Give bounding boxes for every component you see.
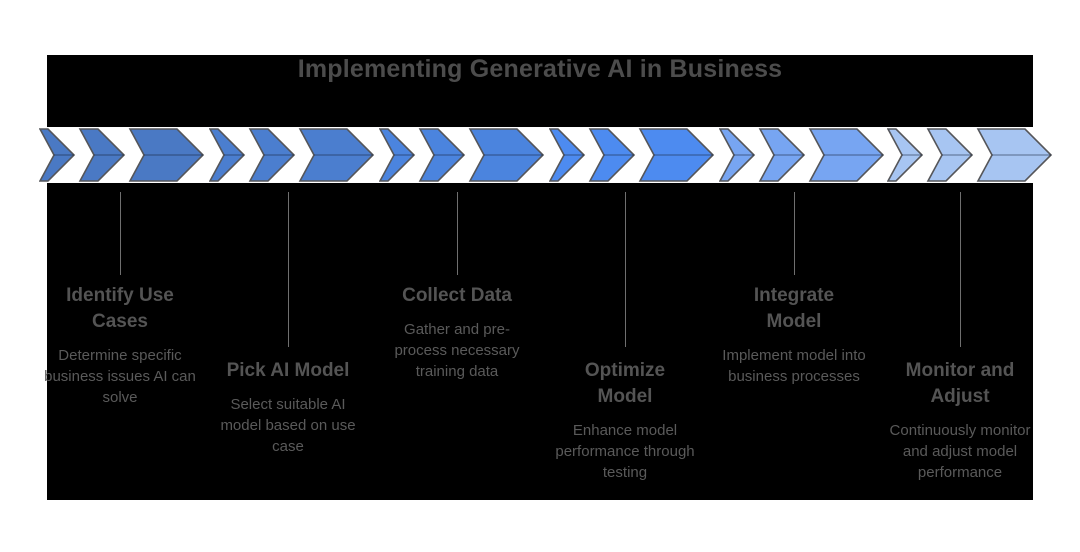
diagram-title: Implementing Generative AI in Business [297,55,783,83]
connector-line-step-1 [120,192,121,275]
step-text-block-3: Collect Data Gather and pre-process nece… [369,283,545,382]
chevron-group-step-4 [549,128,716,182]
step-description: Enhance model performance through testin… [555,422,695,481]
step-heading: Optimize Model [584,360,666,407]
connector-line-step-2 [288,192,289,347]
step-description: Gather and pre-process necessary trainin… [394,321,520,380]
chevron-group-step-3 [379,128,546,182]
chevron-large-icon [976,128,1053,182]
step-text-block-1: Identify Use Cases Determine specific bu… [32,283,208,408]
step-heading: Pick AI Model [226,360,350,381]
chevron-medium-icon [248,128,296,182]
chevron-medium-icon [926,128,974,182]
step-heading: Collect Data [402,285,512,306]
chevron-large-icon [128,128,205,182]
step-text-block-6: Monitor and Adjust Continuously monitor … [872,358,1048,483]
chevron-group-step-2 [209,128,376,182]
chevron-large-icon [808,128,885,182]
step-text-block-5: Integrate Model Implement model into bus… [706,283,882,387]
chevron-medium-icon [78,128,126,182]
chevron-small-icon [549,128,586,182]
connector-line-step-6 [960,192,961,347]
step-heading: Identify Use Cases [66,285,174,332]
chevron-small-icon [209,128,246,182]
chevron-group-step-1 [39,128,206,182]
step-text-block-4: Optimize Model Enhance model performance… [537,358,713,483]
chevron-large-icon [638,128,715,182]
chevron-group-step-5 [719,128,886,182]
step-description: Continuously monitor and adjust model pe… [889,422,1031,481]
connector-line-step-3 [457,192,458,275]
chevron-small-icon [39,128,76,182]
chevron-medium-icon [758,128,806,182]
chevron-group-step-6 [887,128,1054,182]
step-heading: Monitor and Adjust [905,360,1015,407]
chevron-small-icon [887,128,924,182]
step-description: Select suitable AI model based on use ca… [220,396,356,455]
connector-line-step-5 [794,192,795,275]
chevron-medium-icon [418,128,466,182]
chevron-small-icon [719,128,756,182]
step-heading: Integrate Model [753,285,835,332]
connector-line-step-4 [625,192,626,347]
step-description: Implement model into business processes [722,347,866,385]
chevron-large-icon [298,128,375,182]
chevron-medium-icon [588,128,636,182]
chevron-small-icon [379,128,416,182]
step-description: Determine specific business issues AI ca… [44,347,196,406]
step-text-block-2: Pick AI Model Select suitable AI model b… [200,358,376,457]
chevron-large-icon [468,128,545,182]
